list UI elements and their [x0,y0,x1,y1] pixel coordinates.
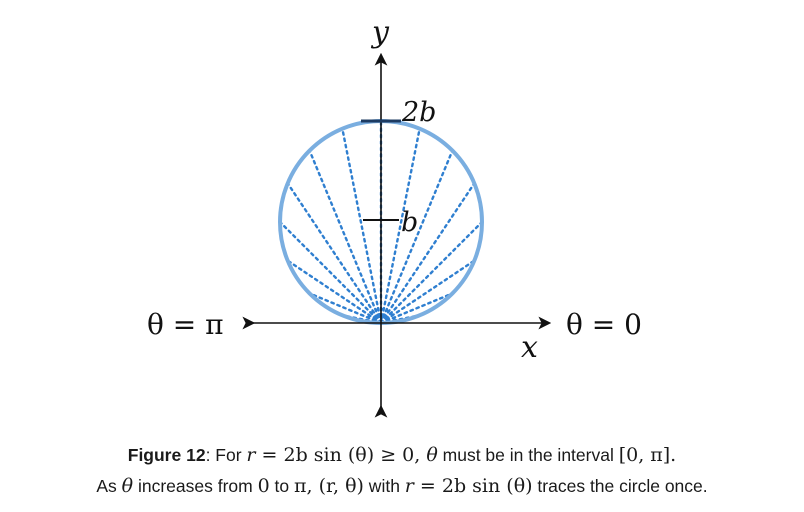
dotted-ray [379,220,484,325]
dotted-ray [286,259,383,325]
caption-line-1: Figure 12: For r = 2b sin (θ) ≥ 0, θ mus… [0,440,804,471]
tick-label-b: b [401,207,418,238]
dotted-ray [379,127,421,325]
caption-text: As [96,476,122,496]
dotted-ray [286,182,383,325]
angle-label-pi: θ = π [147,308,224,341]
polar-circle-figure: y x 2b b θ = π θ = 0 [147,15,642,418]
caption-math: = 2b sin (θ) ≥ 0, [255,444,427,466]
caption-math: = 2b sin (θ) [413,475,533,497]
caption-text: must be in the interval [437,445,619,465]
dotted-ray [341,127,383,325]
dotted-ray [278,220,383,325]
tick-label-2b: 2b [401,97,436,128]
caption-math: (r, θ) [312,475,364,497]
caption-math: π, [294,475,313,497]
caption-text: increases from [133,476,258,496]
x-axis-label: x [521,330,538,365]
caption-text: with [363,476,405,496]
figure-canvas: y x 2b b θ = π θ = 0 [147,15,642,418]
figure-caption: Figure 12: For r = 2b sin (θ) ≥ 0, θ mus… [0,440,804,502]
dotted-ray [308,149,383,325]
caption-math: [0, π]. [618,444,677,466]
caption-text: : For [205,445,247,465]
y-axis-label: y [370,15,390,50]
caption-math: r [404,475,414,497]
dotted-ray [379,259,476,325]
angle-label-zero: θ = 0 [566,308,642,341]
dotted-ray [379,149,454,325]
figure-number: Figure 12 [127,445,206,465]
caption-text: traces the circle once. [532,476,708,496]
caption-math: θ [426,444,438,466]
caption-text: to [269,476,295,496]
caption-math: 0 [257,475,270,497]
caption-math: θ [121,475,134,497]
caption-line-2: As θ increases from 0 to π, (r, θ) with … [0,471,804,502]
dotted-ray [379,182,476,325]
caption-math: r [246,444,256,466]
